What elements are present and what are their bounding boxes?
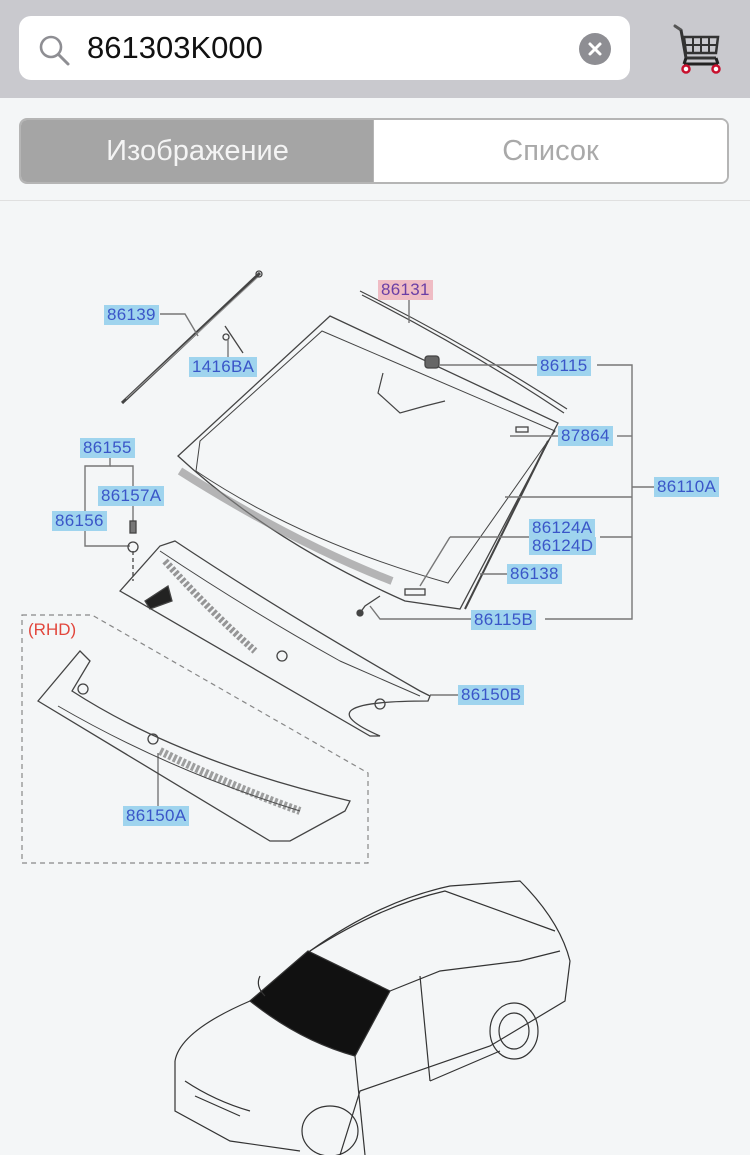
part-label-86115[interactable]: 86115: [537, 356, 591, 376]
part-label-86138[interactable]: 86138: [507, 564, 562, 584]
shopping-cart-icon[interactable]: [672, 22, 726, 76]
tab-list[interactable]: Список: [373, 120, 727, 182]
search-field[interactable]: [19, 16, 630, 80]
part-label-86150A[interactable]: 86150A: [123, 806, 190, 826]
search-icon: [39, 35, 70, 66]
part-label-1416BA[interactable]: 1416BA: [189, 357, 258, 377]
part-label-86115B[interactable]: 86115B: [471, 610, 537, 630]
part-label-86150B[interactable]: 86150B: [458, 685, 525, 705]
part-label-86155[interactable]: 86155: [80, 438, 135, 458]
windshield-diagram-drawing: [21, 270, 655, 1155]
clear-search-button[interactable]: [579, 33, 611, 65]
part-label-86156[interactable]: 86156: [52, 511, 107, 531]
clear-x-icon: [588, 42, 602, 56]
top-bar: [0, 0, 750, 98]
part-label-86124A[interactable]: 86124A: [529, 519, 596, 537]
part-label-86157A[interactable]: 86157A: [98, 486, 165, 506]
part-label-86131-highlighted[interactable]: 86131: [378, 280, 433, 300]
part-label-86139[interactable]: 86139: [104, 305, 159, 325]
rhd-note: (RHD): [28, 620, 77, 639]
part-label-86124D[interactable]: 86124D: [529, 537, 597, 555]
view-segmented-control: Изображение Список: [19, 118, 729, 184]
part-label-87864[interactable]: 87864: [558, 426, 613, 446]
tab-image[interactable]: Изображение: [21, 120, 374, 182]
search-input[interactable]: [87, 24, 567, 72]
parts-diagram: 86139 1416BA 86131 86115 87864 86110A 86…: [0, 200, 750, 1155]
part-label-86110A[interactable]: 86110A: [654, 477, 720, 497]
